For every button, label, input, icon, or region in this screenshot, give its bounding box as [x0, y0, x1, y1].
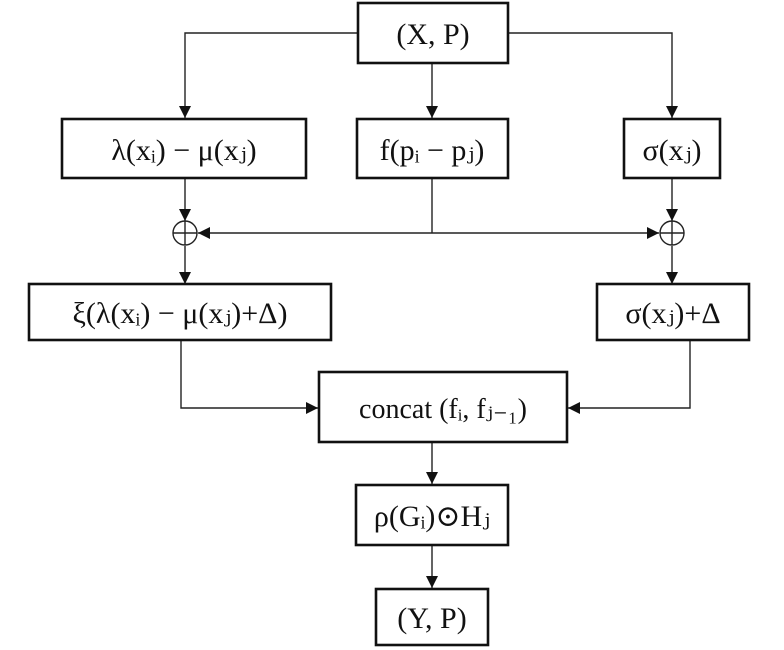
node-center-top: f(pᵢ − pⱼ)	[355, 117, 510, 180]
node-right-mid: σ(xⱼ)+Δ	[595, 282, 751, 342]
node-left-top: λ(xᵢ) − μ(xⱼ)	[60, 117, 308, 180]
edge-left-mid-to-concat	[180, 340, 318, 414]
node-left-mid-label: ξ(λ(xᵢ) − μ(xⱼ)+Δ)	[73, 297, 288, 330]
add-operator-right	[659, 220, 685, 246]
node-gate-label: ρ(Gᵢ)⊙Hⱼ	[374, 500, 490, 533]
node-right-top: σ(xⱼ)	[622, 117, 722, 180]
node-right-top-label: σ(xⱼ)	[642, 134, 701, 167]
node-concat-label: concat (fᵢ, fⱼ₋₁)	[359, 394, 527, 425]
node-output-label: (Y, P)	[397, 602, 466, 635]
node-concat: concat (fᵢ, fⱼ₋₁)	[317, 370, 569, 444]
edge-input-to-left	[179, 32, 358, 118]
node-input-label: (X, P)	[396, 18, 469, 51]
edge-input-to-right	[508, 32, 678, 118]
node-left-top-label: λ(xᵢ) − μ(xⱼ)	[111, 134, 256, 167]
add-operator-left	[172, 220, 198, 246]
edge-right-mid-to-concat	[568, 340, 691, 414]
node-output: (Y, P)	[374, 587, 490, 647]
node-center-top-label: f(pᵢ − pⱼ)	[380, 134, 485, 167]
node-right-mid-label: σ(xⱼ)+Δ	[625, 297, 720, 330]
node-left-mid: ξ(λ(xᵢ) − μ(xⱼ)+Δ)	[27, 282, 333, 342]
node-gate: ρ(Gᵢ)⊙Hⱼ	[354, 483, 510, 547]
node-input: (X, P)	[356, 1, 510, 65]
connectors	[179, 32, 691, 588]
